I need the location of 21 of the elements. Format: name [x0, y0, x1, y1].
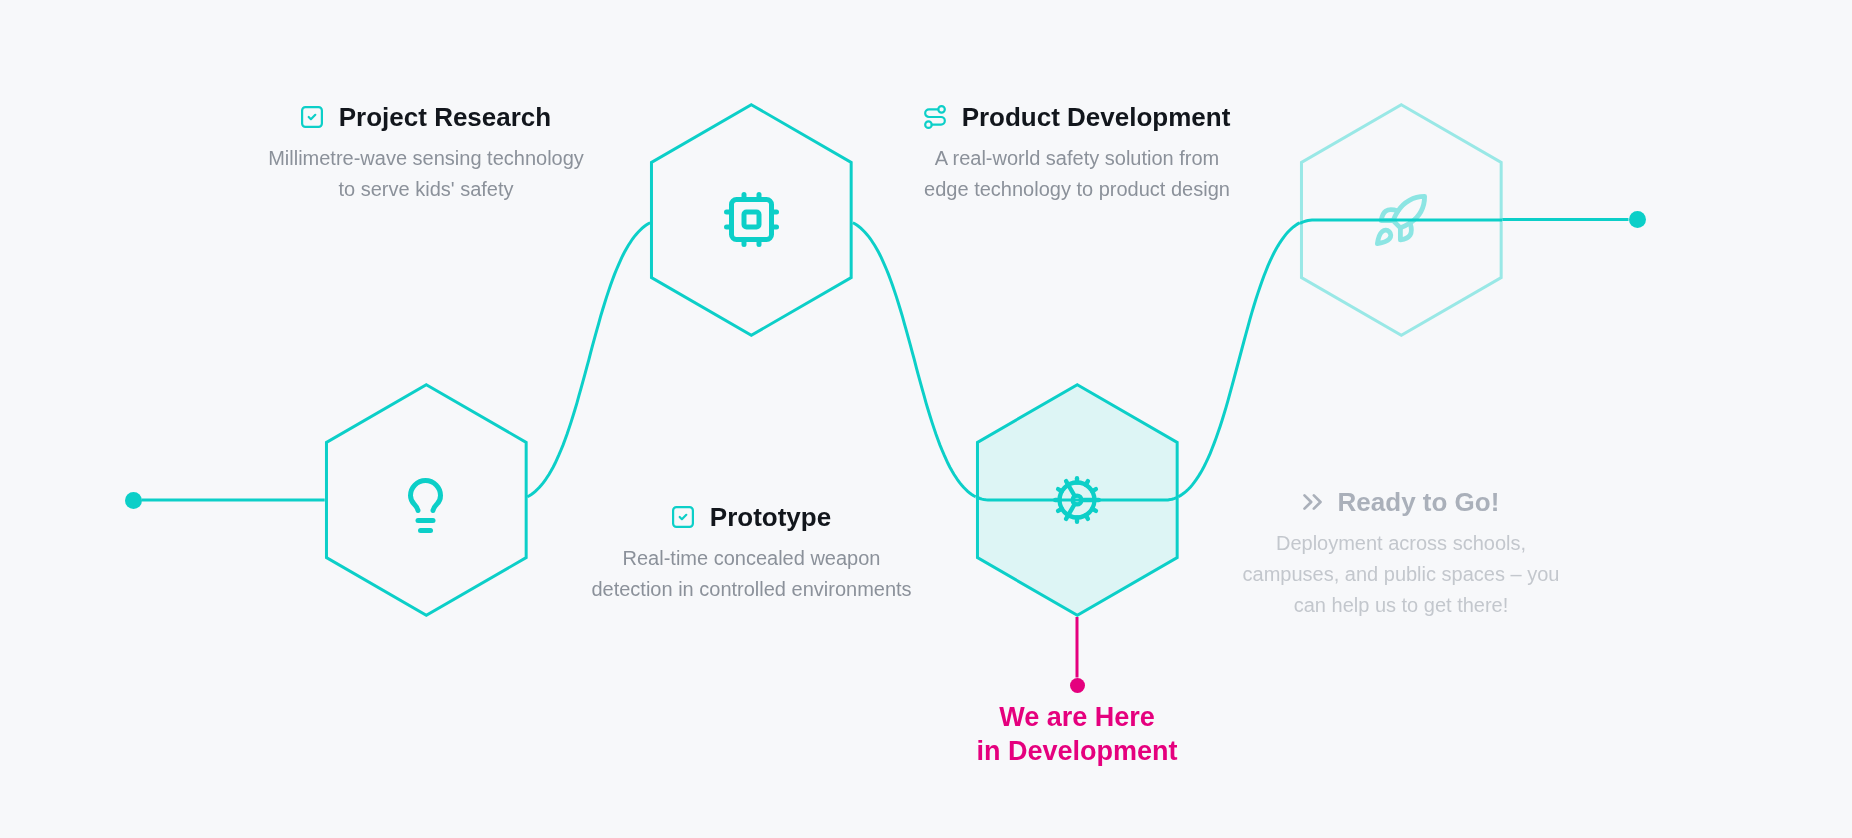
hexagon-step	[324, 383, 528, 617]
marker-dot	[1069, 677, 1085, 693]
hexagon-step	[975, 383, 1179, 617]
connector-line	[526, 221, 651, 499]
connector-line	[141, 498, 325, 502]
step-title: Ready to Go!	[1337, 487, 1500, 517]
step-description: Millimetre-wave sensing technology to serve kids' safety	[267, 146, 585, 202]
hexagon-step	[650, 102, 853, 337]
endpoint-dot	[124, 491, 142, 509]
connector-line	[852, 221, 977, 499]
connector-line	[1177, 221, 1301, 498]
hexagon-step	[1299, 102, 1503, 337]
status-label: We are Here in Development	[976, 701, 1178, 768]
step-description: Real-time concealed weapon detection in controlled environments	[590, 546, 913, 602]
connector-line	[1502, 218, 1629, 221]
step-title: Prototype	[709, 502, 832, 532]
step-title: Project Research	[338, 102, 552, 132]
step-title: Product Development	[961, 102, 1231, 132]
step-description: A real-world safety solution from edge technology to product design	[923, 146, 1231, 202]
endpoint-dot	[1628, 211, 1646, 228]
connector-line	[1075, 617, 1079, 678]
